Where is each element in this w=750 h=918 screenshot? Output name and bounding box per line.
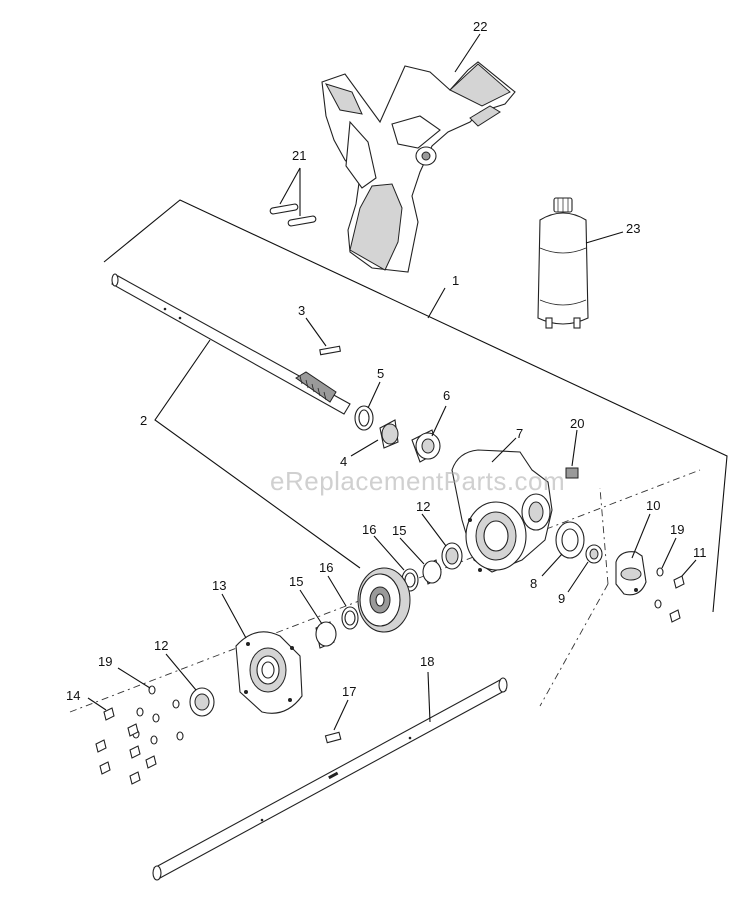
lubricant-bottle-part bbox=[537, 197, 589, 329]
shear-pins-part bbox=[269, 203, 317, 227]
callout-18: 18 bbox=[420, 654, 434, 669]
callout-17: 17 bbox=[342, 684, 356, 699]
leader-19b bbox=[661, 537, 677, 569]
centerline-diagonal bbox=[539, 583, 609, 707]
leader-22 bbox=[454, 33, 481, 73]
leader-9 bbox=[567, 561, 589, 593]
worm-gear-part bbox=[357, 567, 411, 633]
centerline-vertical bbox=[599, 487, 609, 585]
vent-plug-part bbox=[565, 467, 579, 479]
callout-1: 1 bbox=[452, 273, 459, 288]
leader-8 bbox=[541, 553, 563, 577]
lockwasher-right-part bbox=[654, 567, 664, 609]
callout-6: 6 bbox=[443, 388, 450, 403]
callout-11: 11 bbox=[693, 545, 707, 560]
bolts-right-part bbox=[669, 575, 685, 623]
leader-6 bbox=[431, 405, 447, 437]
callout-21: 21 bbox=[292, 148, 306, 163]
callout-19-right: 19 bbox=[670, 522, 684, 537]
callout-15-left: 15 bbox=[289, 574, 303, 589]
leader-18 bbox=[427, 671, 431, 723]
callout-3: 3 bbox=[298, 303, 305, 318]
auger-shaft-part bbox=[152, 677, 508, 881]
leader-14 bbox=[87, 697, 107, 711]
callout-4: 4 bbox=[340, 454, 347, 469]
callout-15-right: 15 bbox=[392, 523, 406, 538]
leader-17 bbox=[333, 699, 349, 731]
leader-2 bbox=[154, 339, 361, 569]
leader-16b bbox=[373, 535, 405, 571]
callout-12-right: 12 bbox=[416, 499, 430, 514]
bearing-cup-part bbox=[411, 429, 441, 463]
bearing-flange-part bbox=[235, 631, 303, 714]
leader-16a bbox=[327, 575, 347, 607]
callout-16-left: 16 bbox=[319, 560, 333, 575]
callout-23: 23 bbox=[626, 221, 640, 236]
key-part bbox=[319, 345, 342, 356]
leader-12b bbox=[165, 653, 197, 691]
key-17-part bbox=[324, 731, 342, 744]
end-cap-part bbox=[615, 551, 647, 596]
assembly-bracket-1 bbox=[103, 199, 728, 613]
leader-15b bbox=[399, 537, 425, 565]
leader-5 bbox=[367, 381, 381, 409]
callout-13: 13 bbox=[212, 578, 226, 593]
leader-3 bbox=[305, 317, 327, 347]
washer-right-part bbox=[422, 559, 442, 585]
callout-16-right: 16 bbox=[362, 522, 376, 537]
worm-shaft-part bbox=[111, 273, 351, 415]
leader-13 bbox=[221, 593, 247, 639]
leader-7 bbox=[491, 437, 517, 463]
leader-12a bbox=[421, 513, 447, 547]
leader-11 bbox=[681, 559, 697, 577]
bushing-part bbox=[379, 419, 399, 449]
callout-labels: 22 21 23 1 3 5 6 2 20 7 4 12 10 16 15 19… bbox=[66, 19, 707, 703]
leader-20 bbox=[571, 429, 578, 467]
leader-1 bbox=[427, 287, 446, 319]
leader-10 bbox=[631, 513, 651, 559]
bearing-right-part bbox=[441, 542, 463, 570]
shim-left-part bbox=[341, 606, 359, 630]
leader-23 bbox=[585, 231, 624, 244]
callout-9: 9 bbox=[558, 591, 565, 606]
thrust-washer-part bbox=[354, 405, 374, 431]
washer-left-part bbox=[315, 621, 337, 649]
centerline bbox=[69, 469, 701, 713]
auger-impeller-part bbox=[321, 61, 516, 273]
leader-19a bbox=[117, 667, 151, 689]
bolts-left-part bbox=[95, 707, 157, 785]
callout-8: 8 bbox=[530, 576, 537, 591]
leader-21a bbox=[279, 167, 301, 205]
callout-14: 14 bbox=[66, 688, 80, 703]
bearing-left-part bbox=[189, 687, 215, 717]
callout-2: 2 bbox=[140, 413, 147, 428]
callout-12-left: 12 bbox=[154, 638, 168, 653]
callout-19-left: 19 bbox=[98, 654, 112, 669]
end-bushing-part bbox=[585, 544, 603, 564]
gearbox-housing-part bbox=[451, 449, 553, 573]
leader-4 bbox=[350, 439, 379, 457]
callout-22: 22 bbox=[473, 19, 487, 34]
lockwasher-left-part bbox=[132, 685, 184, 745]
leader-15a bbox=[299, 589, 323, 625]
callout-5: 5 bbox=[377, 366, 384, 381]
gasket-part bbox=[555, 521, 585, 559]
callout-10: 10 bbox=[646, 498, 660, 513]
callout-7: 7 bbox=[516, 426, 523, 441]
callout-20: 20 bbox=[570, 416, 584, 431]
